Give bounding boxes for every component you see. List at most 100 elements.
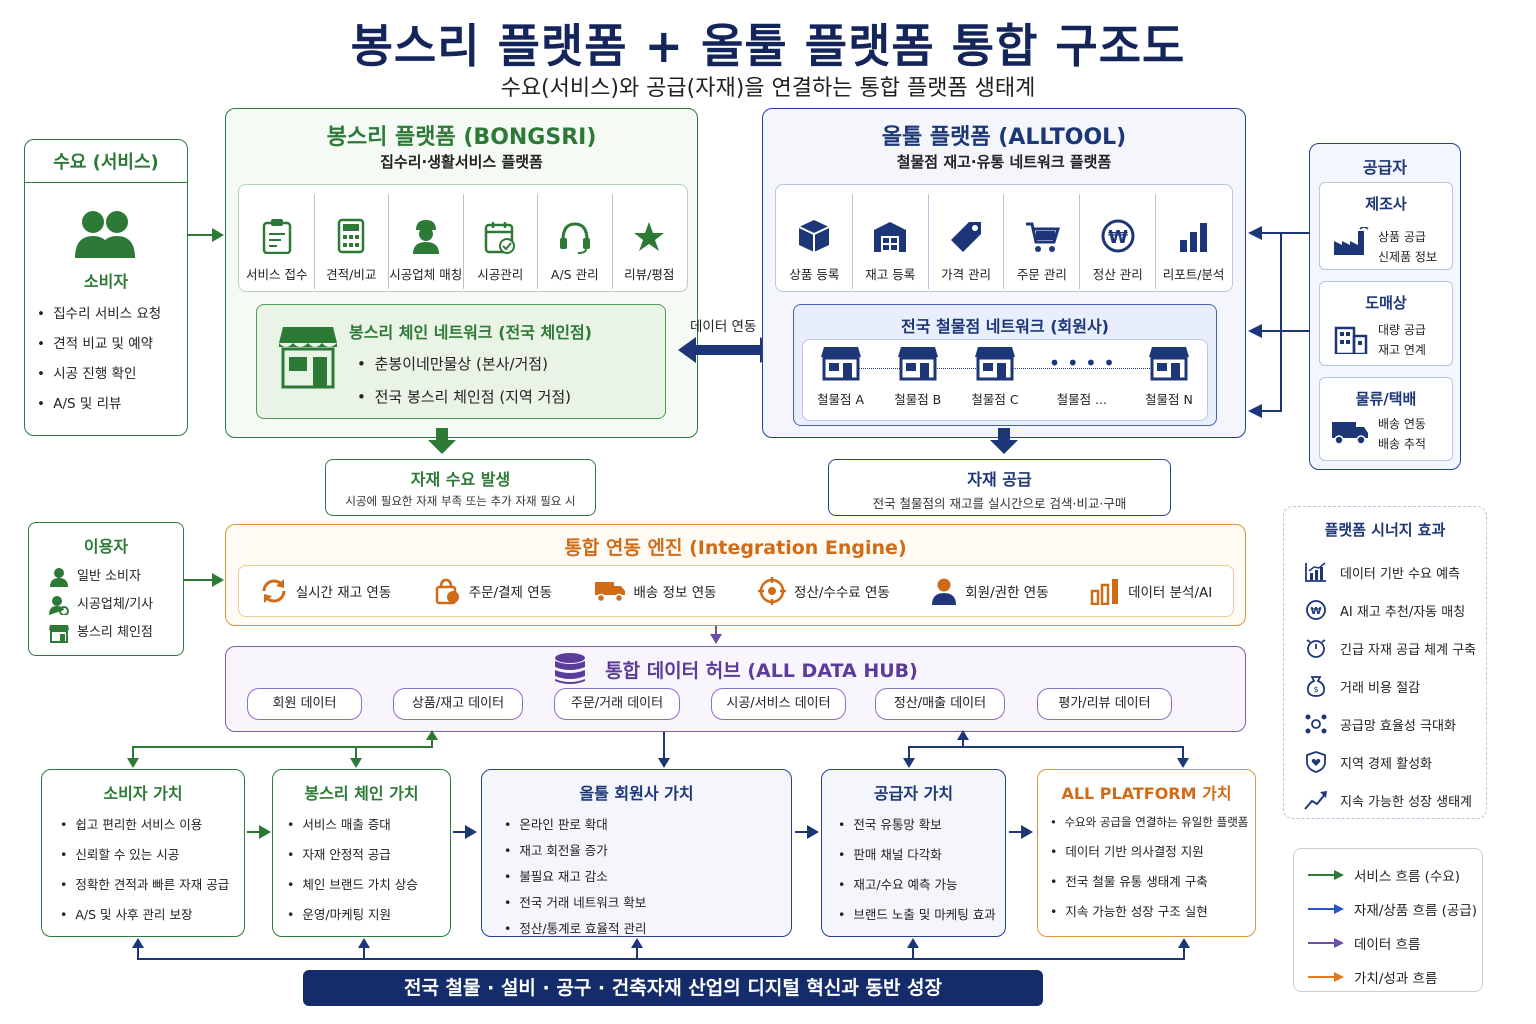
value-title: 올툴 회원사 가치 (579, 784, 694, 803)
growth-arrow-icon (1304, 791, 1327, 810)
store-label: 철물점 C (971, 392, 1019, 407)
engine-realtime-stock[interactable]: 실시간 재고 연동 (260, 577, 391, 605)
list-item: 지속 가능한 성장 구조 실현 (1050, 901, 1248, 920)
bar-chart-icon (1090, 579, 1119, 605)
feature-settlement[interactable]: ₩ 정산 관리 (1080, 194, 1157, 289)
supplier-line: 배송 추적 (1378, 437, 1426, 451)
down-arrow (428, 428, 456, 454)
list-item: 불필요 재고 감소 (504, 866, 647, 885)
list-item: 시공 진행 확인 (37, 362, 161, 382)
sync-icon (262, 579, 286, 603)
synergy-item: 긴급 자재 공급 체계 구축 (1304, 637, 1476, 659)
synergy-label: AI 재고 추천/자동 매칭 (1340, 604, 1466, 620)
data-link-label: 데이터 연동 (690, 319, 757, 335)
users-title: 이용자 (83, 537, 129, 556)
feature-construction-manage[interactable]: 시공관리 (464, 194, 538, 289)
cart-icon (1025, 222, 1060, 252)
svg-text:$: $ (1313, 685, 1318, 694)
demand-panel: 수요 (서비스) 소비자 집수리 서비스 요청 견적 비교 및 예약 시공 진행… (24, 139, 188, 436)
legend-label: 가치/성과 흐름 (1354, 971, 1438, 987)
feature-price-manage[interactable]: 가격 관리 (929, 194, 1005, 289)
person-icon (50, 568, 68, 587)
list-item: 춘봉이네만물상 (본사/거점) (357, 353, 571, 374)
store-n[interactable]: 철물점 N (1145, 345, 1193, 408)
user-label: 시공업체/기사 (77, 597, 154, 612)
engine-label: 주문/결제 연동 (468, 585, 553, 601)
list-item: 재고/수요 예측 가능 (838, 874, 996, 893)
alarm-icon (1306, 639, 1326, 658)
user-contractor[interactable]: 시공업체/기사 (49, 591, 153, 619)
user-chain-store[interactable]: 봉스리 체인점 (49, 619, 153, 647)
feature-label: 리포트/분석 (1162, 267, 1225, 282)
hub-service-data[interactable]: 시공/서비스 데이터 (711, 688, 846, 720)
synergy-label: 공급망 효율성 극대화 (1340, 718, 1456, 734)
feature-contractor-match[interactable]: 시공업체 매칭 (389, 194, 464, 289)
synergy-label: 지속 가능한 성장 생태계 (1340, 794, 1472, 810)
hub-product-data[interactable]: 상품/재고 데이터 (393, 688, 523, 720)
store-a[interactable]: 철물점 A (817, 345, 864, 408)
legend-supply-flow: 자재/상품 흐름 (공급) (1308, 899, 1477, 919)
feature-order-manage[interactable]: 주문 관리 (1004, 194, 1081, 289)
synergy-label: 거래 비용 절감 (1340, 680, 1421, 696)
feature-label: 견적/비교 (326, 267, 377, 282)
supplier-name: 도매상 (1365, 294, 1407, 312)
supplier-name: 제조사 (1365, 195, 1407, 213)
store-icon (279, 327, 337, 389)
arrow-right-icon (1308, 972, 1344, 982)
feature-product-register[interactable]: 상품 등록 (777, 194, 853, 289)
engine-member-auth[interactable]: 회원/권한 연동 (931, 577, 1049, 605)
feature-report[interactable]: 리포트/분석 (1156, 194, 1231, 289)
engine-order-payment[interactable]: 주문/결제 연동 (433, 577, 552, 605)
list-item: 정확한 견적과 빠른 자재 공급 (60, 874, 229, 893)
hub-order-data[interactable]: 주문/거래 데이터 (554, 688, 680, 720)
user-label: 일반 소비자 (77, 569, 141, 584)
feature-label: 정산 관리 (1092, 267, 1143, 282)
synergy-item: 지역 경제 활성화 (1304, 751, 1476, 773)
calculator-icon (338, 218, 365, 254)
synergy-panel: 플랫폼 시너지 효과 데이터 기반 수요 예측 ₩AI 재고 추천/자동 매칭 … (1283, 506, 1487, 819)
feature-stock-register[interactable]: 재고 등록 (853, 194, 929, 289)
hub-member-data[interactable]: 회원 데이터 (247, 688, 362, 720)
hub-settlement-data[interactable]: 정산/매출 데이터 (875, 688, 1005, 720)
target-icon (758, 577, 787, 605)
user-consumer[interactable]: 일반 소비자 (49, 563, 153, 591)
list-item: 전국 거래 네트워크 확보 (504, 892, 647, 911)
feature-service-intake[interactable]: 서비스 접수 (240, 194, 315, 289)
feature-review[interactable]: 리뷰/평점 (613, 194, 687, 289)
alltool-title: 올툴 플랫폼 (ALLTOOL) (881, 125, 1127, 150)
engine-settlement[interactable]: 정산/수수료 연동 (758, 577, 890, 605)
users-panel: 이용자 일반 소비자 시공업체/기사 봉스리 체인점 (28, 522, 184, 656)
store-c[interactable]: 철물점 C (971, 345, 1019, 408)
engine-delivery[interactable]: 배송 정보 연동 (594, 579, 717, 603)
feature-estimate[interactable]: 견적/비교 (315, 194, 389, 289)
store-b[interactable]: 철물점 B (894, 345, 941, 408)
list-item: 전국 유통망 확보 (838, 814, 996, 833)
factory-icon (1334, 227, 1369, 255)
hub-review-data[interactable]: 평가/리뷰 데이터 (1037, 688, 1172, 720)
list-item: 온라인 판로 확대 (504, 814, 647, 833)
won-coin-icon: ₩ (1101, 219, 1135, 253)
alltool-platform: 올툴 플랫폼 (ALLTOOL) 철물점 재고·유통 네트워크 플랫폼 상품 등… (762, 108, 1246, 438)
feature-as-manage[interactable]: A/S 관리 (538, 194, 613, 289)
worker-icon (412, 220, 439, 254)
feature-label: 리뷰/평점 (624, 267, 675, 282)
supplier-line: 재고 연계 (1378, 343, 1426, 357)
store-icon (820, 347, 861, 381)
store-etc[interactable]: • • • •철물점 ... (1048, 351, 1115, 407)
value-title: 소비자 가치 (103, 784, 183, 803)
value-title: ALL PLATFORM 가치 (1061, 784, 1232, 803)
alltool-subtitle: 철물점 재고·유통 네트워크 플랫폼 (896, 153, 1112, 171)
legend-label: 서비스 흐름 (수요) (1354, 869, 1461, 885)
supplier-line: 신제품 정보 (1378, 250, 1438, 264)
engine-data-ai[interactable]: 데이터 분석/AI (1090, 577, 1212, 605)
list-item: 견적 비교 및 예약 (37, 332, 161, 352)
hub-title: 통합 데이터 허브 (ALL DATA HUB) (605, 659, 918, 682)
supplier-line: 배송 연동 (1378, 417, 1426, 431)
svg-text:₩: ₩ (1310, 606, 1321, 617)
supplier-line: 대량 공급 (1378, 323, 1426, 337)
list-item: 전국 철물 유통 생태계 구축 (1050, 871, 1248, 890)
legend-label: 자재/상품 흐름 (공급) (1354, 903, 1478, 919)
